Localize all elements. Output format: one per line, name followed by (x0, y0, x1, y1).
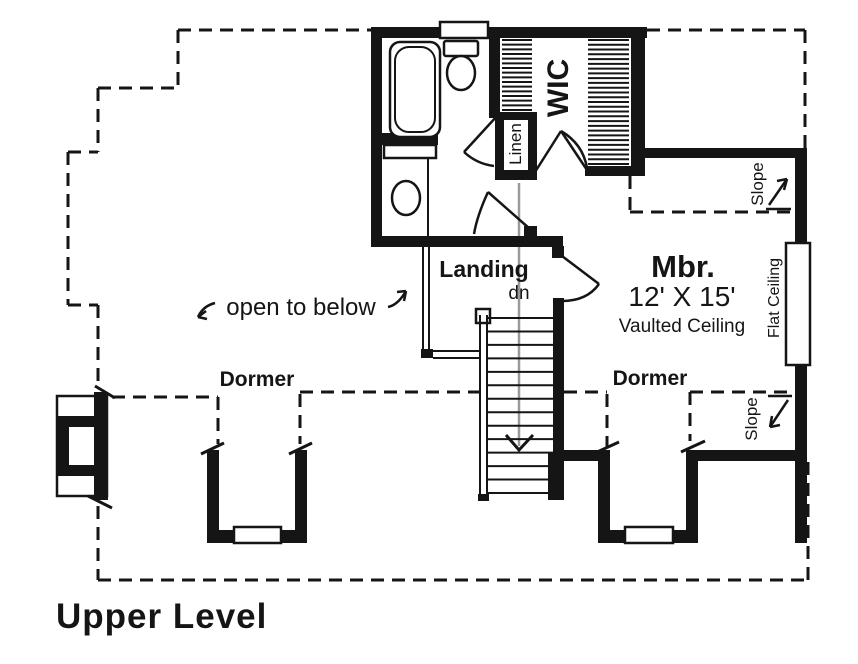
slope-arrow-bottom (768, 394, 792, 429)
bathtub (388, 40, 442, 139)
mbr-window (784, 241, 812, 367)
label-dormer-left: Dormer (220, 368, 295, 391)
label-flat-ceiling: Flat Ceiling (766, 258, 783, 338)
open-below-arrow-right (387, 289, 408, 309)
label-slope-top: Slope (748, 162, 767, 205)
staircase (474, 307, 553, 501)
label-landing: Landing (439, 256, 528, 282)
dormer-right-structure (594, 439, 706, 545)
bathtub-inner (394, 46, 436, 133)
chimney (55, 384, 116, 510)
toilet-bowl (445, 54, 477, 92)
doors (463, 115, 601, 303)
toilet-tank (442, 39, 480, 58)
dormer-left-structure (200, 441, 313, 545)
label-dormer-right: Dormer (613, 367, 688, 390)
label-mbr-dims: 12' X 15' (628, 281, 735, 312)
slope-dashed-lines (112, 176, 795, 447)
label-wic: WIC (542, 59, 575, 117)
label-stair-dn: dn (508, 283, 529, 304)
dormer-right-window (623, 525, 675, 545)
label-slope-bottom: Slope (742, 397, 761, 440)
sink (390, 179, 422, 217)
landing-rail (421, 247, 480, 359)
labels: Mbr. 12' X 15' Vaulted Ceiling Landing d… (56, 59, 783, 636)
label-open-to-below: open to below (226, 294, 376, 321)
bathroom-fixtures (382, 20, 490, 236)
bath-window (438, 20, 490, 40)
vanity-shelf (382, 143, 438, 160)
wic-shelf-right (588, 39, 629, 165)
dormer-left-window (232, 525, 283, 545)
page-title: Upper Level (56, 597, 267, 636)
stair-treads (487, 317, 553, 494)
slope-arrow-top (766, 177, 791, 211)
label-linen: Linen (506, 123, 525, 165)
label-mbr-name: Mbr. (651, 249, 715, 284)
open-below-arrow-left (196, 301, 216, 321)
wic-shelf-left (502, 39, 532, 111)
roof-outline-dashed (66, 28, 810, 582)
label-mbr-ceiling: Vaulted Ceiling (619, 316, 745, 337)
stair-down-arrow (504, 433, 535, 453)
